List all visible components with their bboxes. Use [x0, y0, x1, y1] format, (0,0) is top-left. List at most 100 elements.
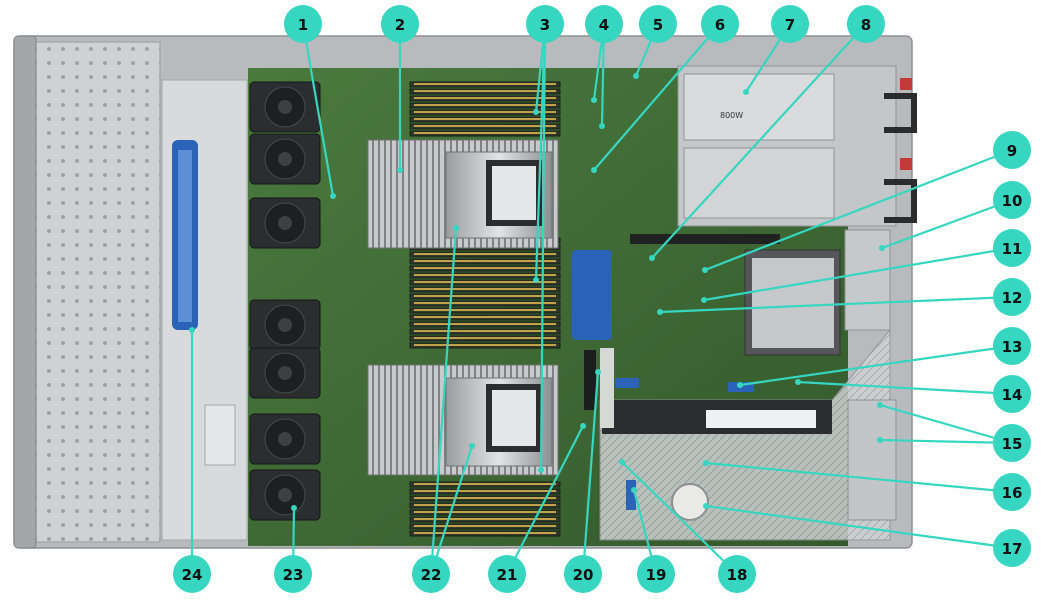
- dimm-slot: [409, 95, 561, 102]
- dimm-slot: [409, 509, 561, 516]
- callout-number: 23: [283, 566, 304, 584]
- callout-target-dot: [469, 443, 475, 449]
- callout-target-dot: [189, 327, 195, 333]
- dimm-slot: [409, 523, 561, 530]
- callout-leader-line: [621, 461, 738, 575]
- callout-leader-line: [429, 445, 474, 575]
- fan-module: [249, 469, 321, 521]
- callout-leader-line: [651, 23, 867, 259]
- callout-leader-line: [429, 227, 458, 575]
- callout-5: 5: [639, 5, 677, 43]
- callout-leader-line: [703, 246, 1013, 302]
- callout-leader-line: [301, 23, 335, 197]
- callout-number: 14: [1002, 386, 1023, 404]
- dimm-slot: [409, 123, 561, 130]
- callout-number: 1: [298, 16, 308, 34]
- psu-2: [683, 147, 835, 219]
- callout-13: 13: [993, 327, 1031, 365]
- callout-number: 16: [1002, 484, 1023, 502]
- callout-21: 21: [488, 555, 526, 593]
- callout-target-dot: [701, 297, 707, 303]
- dimm-slot: [409, 502, 561, 509]
- dimm-slot: [409, 328, 561, 335]
- riser-latch: [615, 378, 639, 388]
- callout-target-dot: [877, 437, 883, 443]
- callout-23: 23: [274, 555, 312, 593]
- callout-24: 24: [173, 555, 211, 593]
- callout-number: 4: [599, 16, 609, 34]
- cpu-1-heatsink: [367, 139, 559, 249]
- callout-22: 22: [412, 555, 450, 593]
- dimm-slot: [409, 265, 561, 272]
- fan-module: [249, 413, 321, 465]
- callout-target-dot: [743, 89, 749, 95]
- riser-bracket: [844, 229, 891, 331]
- dimm-slot: [409, 300, 561, 307]
- callout-6: 6: [701, 5, 739, 43]
- dimm-slot: [409, 130, 561, 137]
- callout-7: 7: [771, 5, 809, 43]
- callout-target-dot: [619, 459, 625, 465]
- dimm-slot: [409, 488, 561, 495]
- callout-20: 20: [564, 555, 602, 593]
- callout-target-dot: [599, 123, 605, 129]
- system-battery: [671, 483, 709, 521]
- callout-number: 8: [861, 16, 871, 34]
- callout-number: 17: [1002, 540, 1023, 558]
- pcie-connector: [630, 234, 780, 244]
- dimm-slot: [409, 258, 561, 265]
- dimm-slot: [409, 102, 561, 109]
- callout-target-dot: [877, 402, 883, 408]
- callout-number: 9: [1007, 142, 1017, 160]
- callout-15: 15: [993, 424, 1031, 462]
- dimm-slot: [409, 314, 561, 321]
- dimm-slot: [409, 530, 561, 537]
- callout-leader-line: [539, 23, 547, 471]
- callout-number: 22: [421, 566, 442, 584]
- callout-number: 20: [573, 566, 594, 584]
- callout-target-dot: [591, 167, 597, 173]
- fan-module: [249, 81, 321, 133]
- callout-number: 13: [1002, 338, 1023, 356]
- callout-target-dot: [538, 467, 544, 473]
- callout-leader-line: [705, 504, 1013, 550]
- fan-module: [249, 347, 321, 399]
- callout-leader-line: [879, 403, 1013, 445]
- callout-number: 3: [540, 16, 550, 34]
- callout-target-dot: [533, 109, 539, 115]
- callout-3: 3: [526, 5, 564, 43]
- callout-leader-line: [534, 23, 547, 281]
- callout-target-dot: [795, 379, 801, 385]
- callout-target-dot: [453, 225, 459, 231]
- callout-target-dot: [737, 382, 743, 388]
- callout-target-dot: [649, 255, 655, 261]
- dimm-slot: [409, 481, 561, 488]
- callout-target-dot: [702, 267, 708, 273]
- psu-1-handle: [884, 93, 917, 133]
- callout-target-dot: [657, 309, 663, 315]
- callout-leader-line: [659, 295, 1013, 314]
- callout-leader-line: [739, 344, 1013, 387]
- dimm-slot: [409, 286, 561, 293]
- fan-module: [249, 133, 321, 185]
- callout-number: 24: [182, 566, 203, 584]
- front-handle: [13, 35, 37, 549]
- callout-target-dot: [633, 73, 639, 79]
- callout-target-dot: [330, 193, 336, 199]
- dimm-slot: [409, 81, 561, 88]
- callout-leader-line: [705, 461, 1013, 494]
- callout-number: 2: [395, 16, 405, 34]
- callout-number: 12: [1002, 289, 1023, 307]
- callout-2: 2: [381, 5, 419, 43]
- callout-number: 18: [727, 566, 748, 584]
- blue-latch-rail: [572, 250, 612, 340]
- callout-14: 14: [993, 375, 1031, 413]
- callout-number: 21: [497, 566, 518, 584]
- dimm-slot: [409, 88, 561, 95]
- callout-leader-line: [593, 23, 721, 171]
- dimm-slot: [409, 279, 561, 286]
- dimm-slot: [409, 495, 561, 502]
- callout-number: 11: [1002, 240, 1023, 258]
- dimm-slot: [409, 251, 561, 258]
